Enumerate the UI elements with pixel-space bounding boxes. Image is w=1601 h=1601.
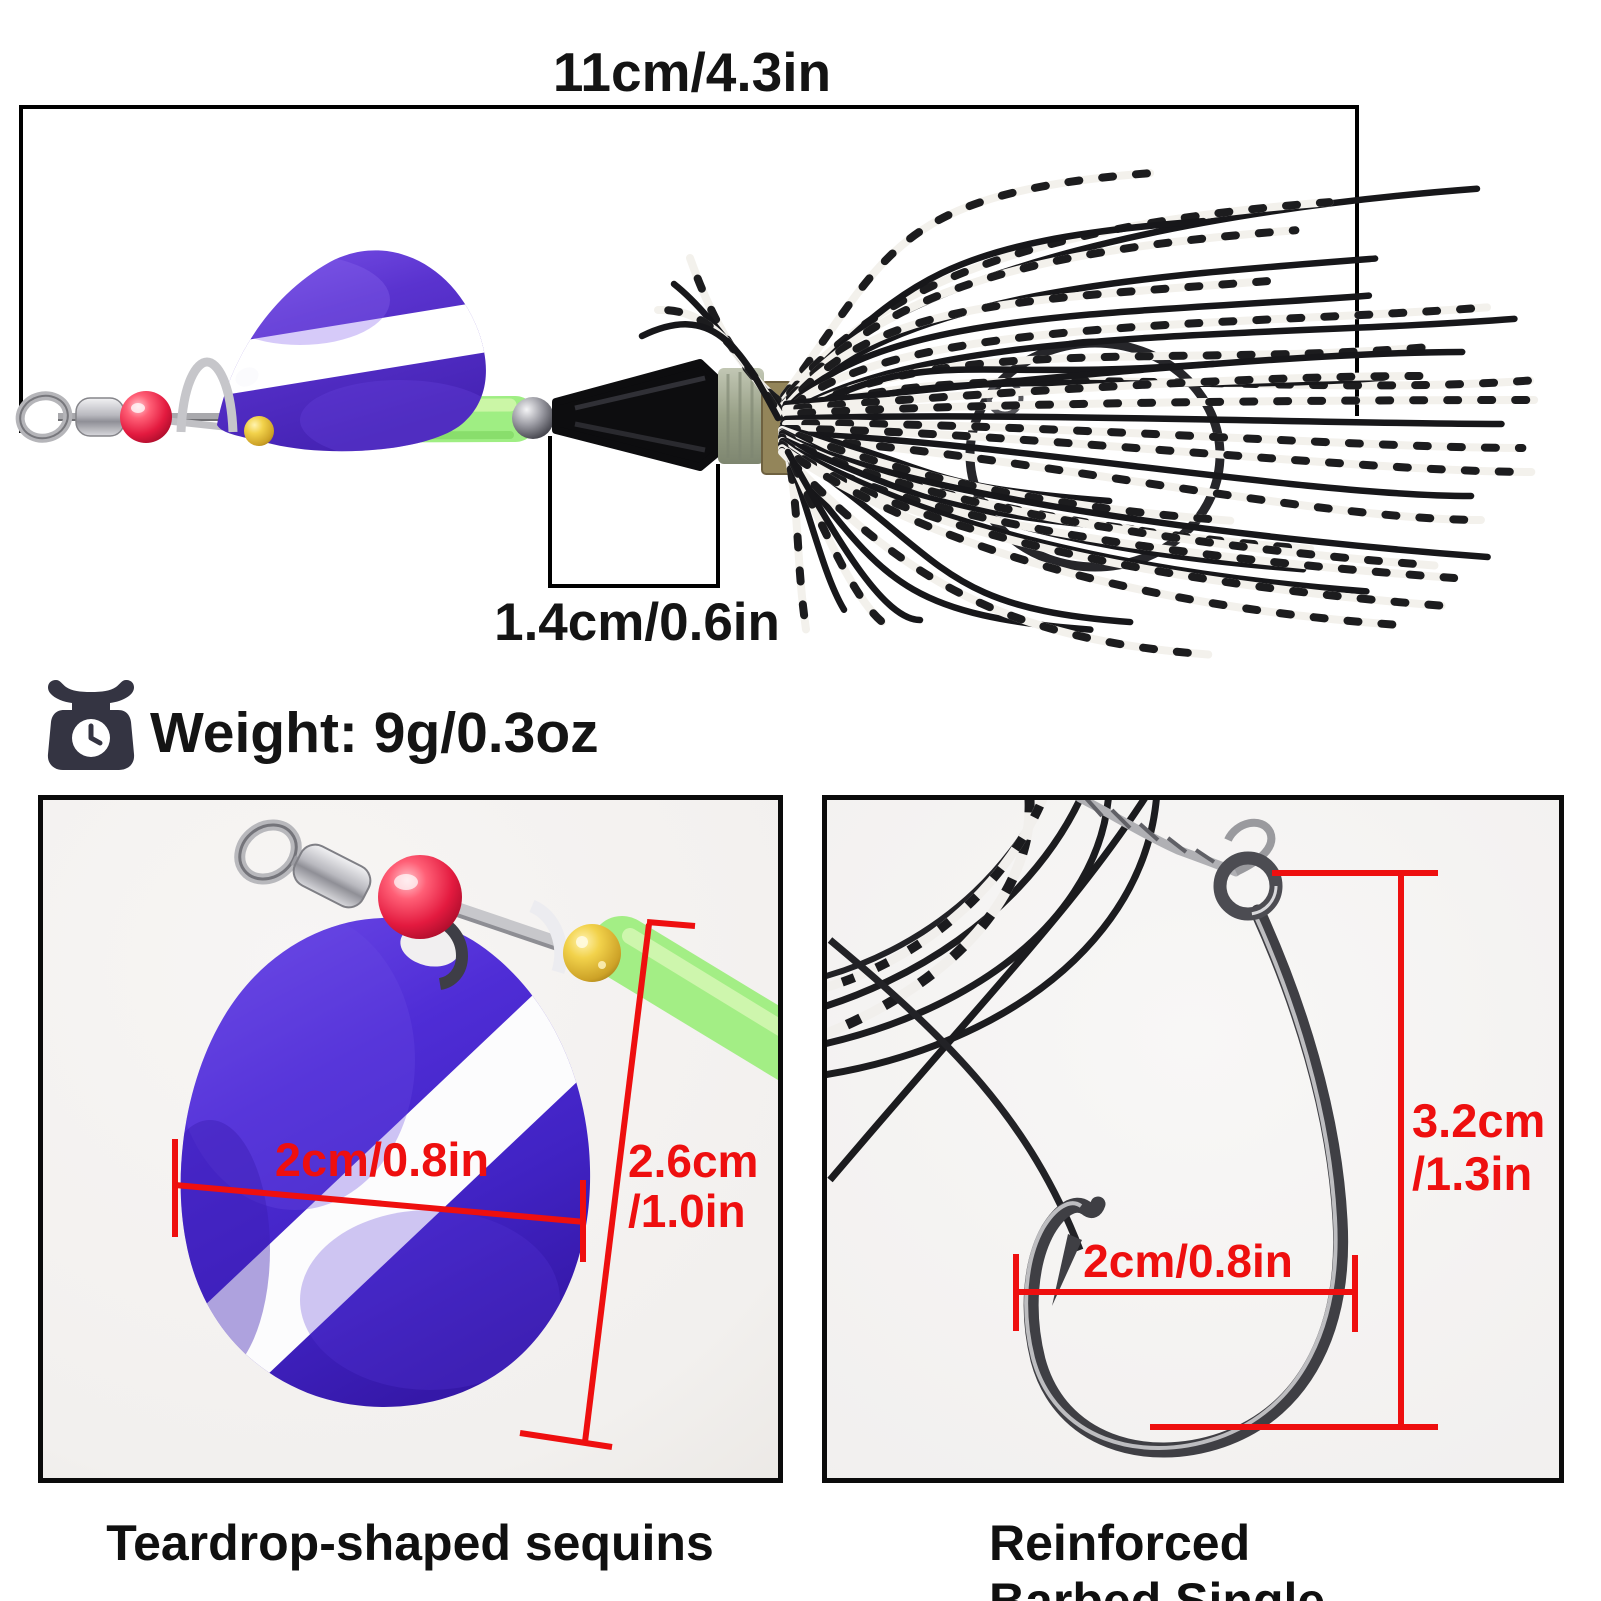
hook-height-line1: 3.2cm bbox=[1412, 1094, 1546, 1147]
twisted-wire bbox=[1075, 800, 1241, 877]
swivel-barrel-closeup bbox=[292, 843, 372, 909]
head-length-dimension-label: 1.4cm/0.6in bbox=[494, 593, 780, 652]
red-bead bbox=[120, 391, 172, 443]
hook-height-dimension-label: 3.2cm /1.3in bbox=[1412, 1094, 1545, 1200]
weight-scale-icon bbox=[46, 676, 136, 772]
blade-height-line1: 2.6cm bbox=[628, 1135, 759, 1187]
blade-height-line2: /1.0in bbox=[628, 1185, 746, 1237]
clevis-wire-bright bbox=[529, 900, 568, 974]
blade-hole bbox=[235, 367, 259, 387]
right-panel-dimension-lines bbox=[1013, 870, 1438, 1430]
green-tube-closeup bbox=[590, 916, 778, 1081]
swivel-eye bbox=[15, 391, 73, 443]
gold-bead bbox=[244, 416, 274, 446]
blade-height-dimension-label: 2.6cm /1.0in bbox=[628, 1136, 758, 1236]
total-length-dimension-label: 11cm/4.3in bbox=[552, 41, 832, 103]
silicone-skirt bbox=[638, 169, 1539, 659]
right-panel-photo bbox=[827, 800, 1438, 1458]
wire-twist-marks bbox=[1084, 800, 1216, 864]
blade-stripe bbox=[217, 301, 486, 395]
weight-label: Weight: 9g/0.3oz bbox=[150, 701, 599, 765]
left-panel-caption: Teardrop-shaped sequins bbox=[106, 1515, 714, 1571]
left-panel-dimension-lines bbox=[172, 919, 696, 1450]
metal-bead bbox=[512, 397, 554, 439]
lure-photo bbox=[15, 169, 1539, 659]
clevis bbox=[176, 357, 238, 433]
head-bracket bbox=[548, 436, 720, 588]
hook-height-line2: /1.3in bbox=[1412, 1147, 1533, 1200]
hook-barb bbox=[1052, 1234, 1082, 1306]
right-panel-caption: Reinforced Barbed Single Hook bbox=[989, 1515, 1326, 1601]
right-detail-panel bbox=[822, 795, 1564, 1483]
left-panel-photo bbox=[172, 819, 778, 1450]
swivel-barrel bbox=[75, 397, 125, 437]
left-detail-panel bbox=[38, 795, 783, 1483]
skirt-strand-coils bbox=[827, 800, 1161, 1252]
blade-stripe-closeup bbox=[183, 976, 591, 1394]
blade-width-dimension-label: 2cm/0.8in bbox=[274, 1133, 490, 1186]
hook-gap-dimension-label: 2cm/0.8in bbox=[1083, 1235, 1293, 1287]
